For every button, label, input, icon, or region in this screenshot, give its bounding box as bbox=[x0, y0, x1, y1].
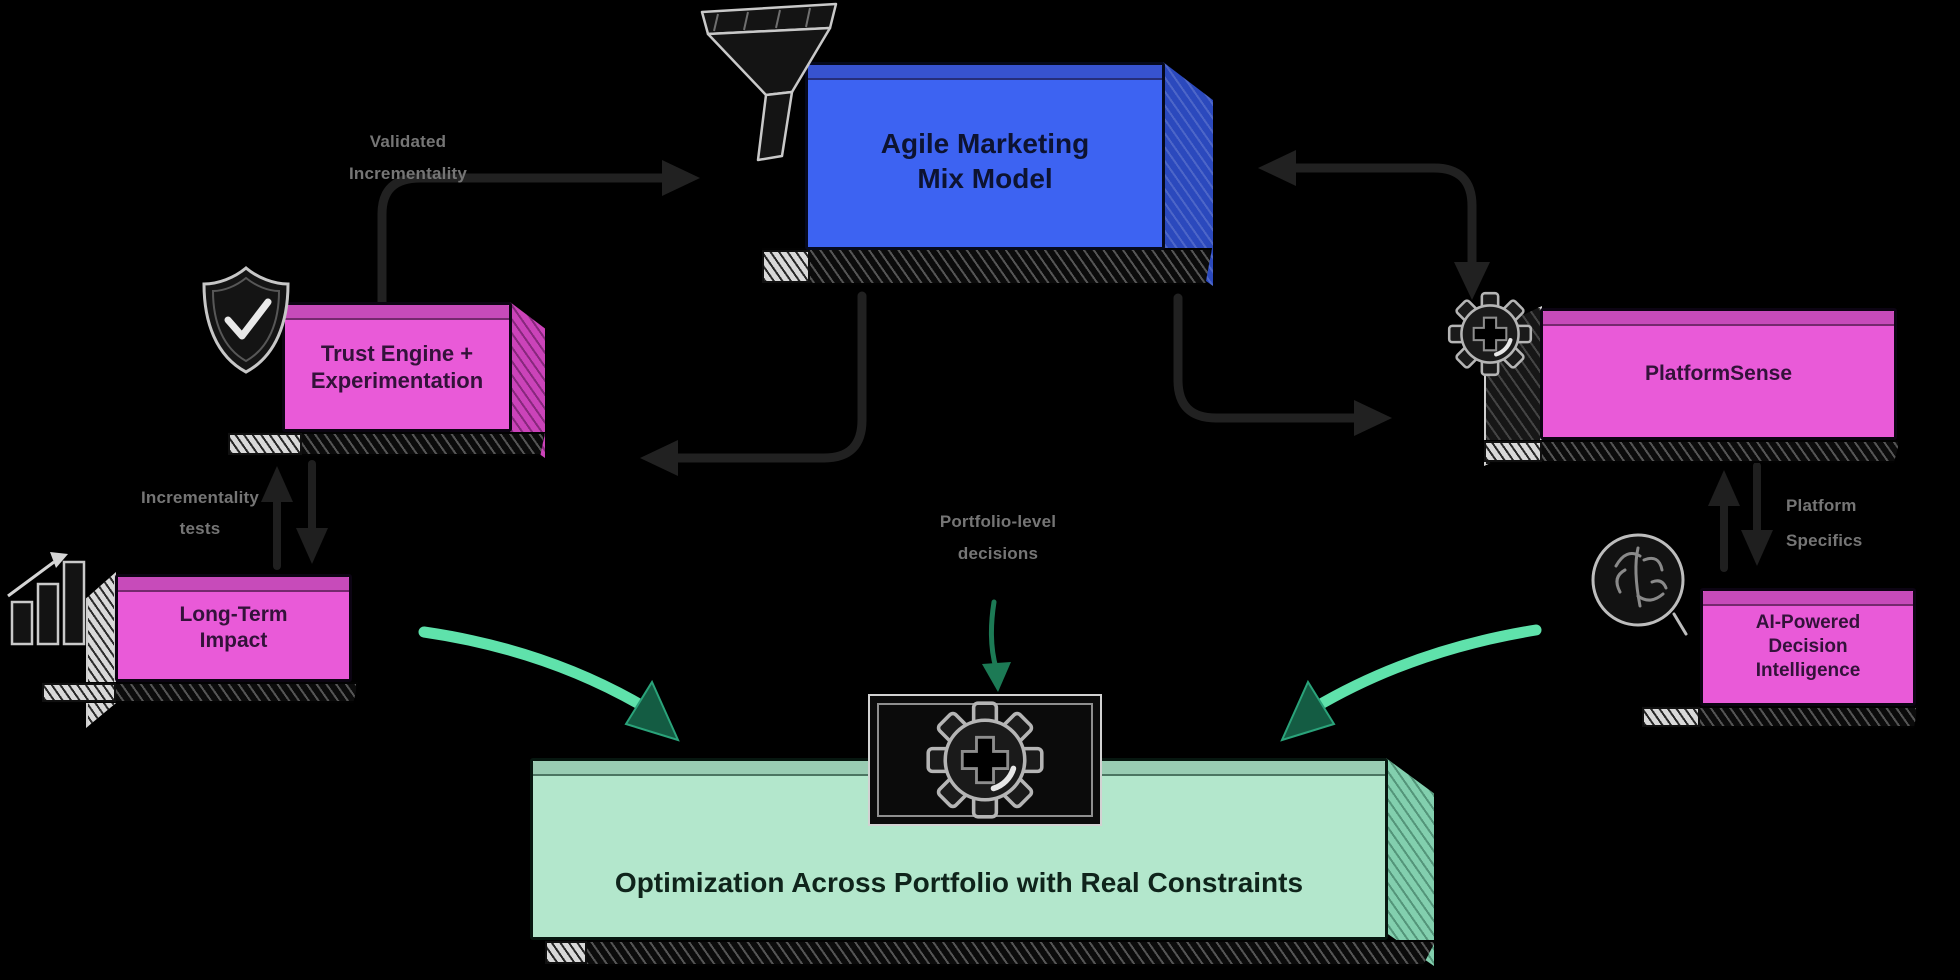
shield-check-icon bbox=[196, 262, 296, 385]
node-agile-marketing-mix-model: Agile Marketing Mix Model bbox=[805, 62, 1165, 250]
mmm-box-shadow bbox=[762, 248, 1212, 285]
mmm-top-edge bbox=[808, 65, 1162, 80]
node-trust-engine-experimentation: Trust Engine + Experimentation bbox=[282, 302, 512, 432]
edge-label-portfolio-line2: decisions bbox=[957, 544, 1039, 563]
node-ai-powered-decision-intelligence: AI-Powered Decision Intelligence bbox=[1700, 588, 1916, 706]
edge-label-validated-incrementality: Validated Incrementality bbox=[302, 126, 514, 190]
trust-box-shadow-overhang bbox=[228, 433, 302, 455]
mmm-title-line2: Mix Model bbox=[917, 163, 1053, 194]
ai-box-shadow bbox=[1642, 706, 1918, 728]
double-arrow-platform-ai-heads bbox=[1708, 470, 1773, 566]
optimization-box-shadow-overhang bbox=[545, 941, 587, 964]
edge-label-platform-line2: Specifics bbox=[1786, 531, 1863, 550]
platform-box-shadow bbox=[1484, 440, 1900, 463]
ai-label-line2: Decision bbox=[1768, 636, 1848, 658]
trust-label-line1: Trust Engine + bbox=[320, 340, 474, 366]
edge-label-tests-line2: tests bbox=[179, 519, 221, 538]
edge-label-portfolio-line1: Portfolio-level bbox=[939, 512, 1057, 531]
edge-label-validated-line1: Validated bbox=[369, 132, 447, 151]
platform-top-edge bbox=[1543, 311, 1894, 326]
optimization-gear-icon bbox=[868, 694, 1102, 826]
longterm-label-line1: Long-Term bbox=[179, 602, 288, 626]
trust-label-line2: Experimentation bbox=[310, 368, 484, 393]
optimization-label: Optimization Across Portfolio with Real … bbox=[614, 867, 1304, 898]
optimization-box-side-face bbox=[1386, 758, 1434, 966]
platform-label: PlatformSense bbox=[1644, 361, 1793, 385]
arrow-mmm-to-optimization bbox=[982, 599, 1011, 692]
longterm-label-line2: Impact bbox=[199, 629, 268, 652]
edge-label-incrementality-tests: Incrementality tests bbox=[95, 482, 305, 544]
arrow-platform-to-mmm bbox=[1291, 163, 1477, 267]
growth-chart-icon bbox=[2, 532, 102, 657]
gear-icon bbox=[1444, 288, 1536, 385]
arrow-ai-to-optimization bbox=[1280, 624, 1542, 742]
longterm-top-edge bbox=[118, 577, 349, 592]
edge-label-validated-line2: Incrementality bbox=[348, 164, 468, 183]
gear-frame-gear bbox=[926, 701, 1044, 819]
arrow-mmm-to-platform bbox=[1173, 293, 1359, 423]
edge-label-tests-line1: Incrementality bbox=[140, 488, 260, 507]
trust-top-edge bbox=[285, 305, 509, 320]
node-long-term-impact: Long-Term Impact bbox=[115, 574, 352, 682]
double-arrow-platform-ai bbox=[1720, 462, 1761, 572]
ai-label-line1: AI-Powered bbox=[1755, 612, 1861, 634]
node-platformsense: PlatformSense bbox=[1540, 308, 1897, 440]
arrow-trust-to-mmm bbox=[377, 173, 667, 307]
edge-label-platform-line1: Platform bbox=[1786, 496, 1857, 515]
longterm-box-shadow-overhang bbox=[42, 683, 116, 702]
edge-label-portfolio-decisions: Portfolio-level decisions bbox=[892, 506, 1104, 570]
edge-label-platform-specifics: Platform Specifics bbox=[1786, 488, 1946, 558]
ai-label-line3: Intelligence bbox=[1755, 659, 1861, 681]
arrow-longterm-to-optimization bbox=[418, 626, 680, 742]
optimization-box-shadow bbox=[545, 940, 1436, 966]
ai-top-edge bbox=[1703, 591, 1913, 606]
brain-icon bbox=[1586, 520, 1696, 665]
mmm-box-shadow-overhang bbox=[762, 250, 810, 283]
platform-box-shadow-overhang bbox=[1484, 441, 1542, 462]
funnel-icon bbox=[688, 0, 848, 175]
ai-box-shadow-overhang bbox=[1642, 707, 1700, 727]
arrow-mmm-to-trust bbox=[673, 291, 867, 463]
mmm-title-line1: Agile Marketing bbox=[880, 128, 1090, 159]
